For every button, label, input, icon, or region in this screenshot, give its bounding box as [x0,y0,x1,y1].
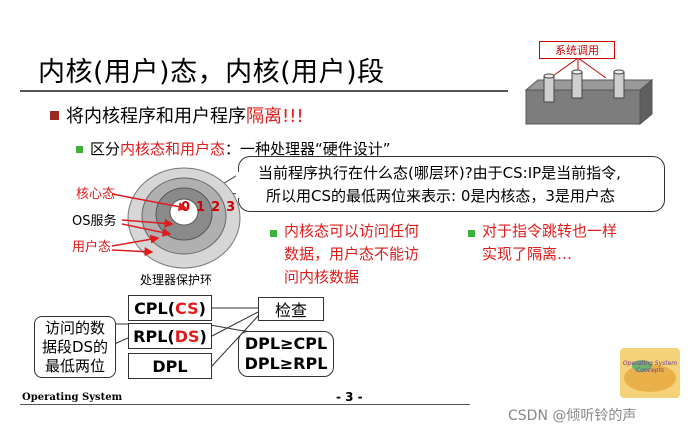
note-jump-line-1: 对于指令跳转也一样 [482,222,618,240]
check-box: 检查 [258,297,324,321]
ring-number-2: 2 [211,200,227,215]
ds-box-line-2: 据段DS的 [41,337,109,356]
ds-box-line-3: 最低两位 [44,356,105,375]
rules-box: DPL≥CPL DPL≥RPL [238,331,334,377]
sub-bullet-emphasis: 内核态和用户态 [120,140,226,158]
callout-line-1: 当前程序执行在什么态(哪层环)?由于CS:IP是当前指令, [258,164,621,182]
page-number: - 3 - [336,390,363,404]
rpl-box: RPL(DS) [128,323,212,349]
rings-caption: 处理器保护环 [140,273,213,287]
note-kernel-line-1: 内核态可以访问任何 [284,222,420,240]
rule-dpl-cpl: DPL≥CPL [244,334,328,353]
bullet-marker [50,111,59,120]
book-logo: Operating System Concepts [620,348,680,398]
note-jump-line-2: 实现了隔离… [482,245,573,263]
ring-number-1: 1 [196,200,212,215]
title-divider [20,90,508,92]
note-marker [270,230,277,237]
ds-low-bits-box: 访问的数 据段DS的 最低两位 [34,316,116,378]
rpl-close: ) [199,326,207,346]
footer-course: Operating System [22,392,123,403]
callout-line-2: 所以用CS的最低两位来表示: 0是内核态，3是用户态 [266,187,615,205]
callout-box [238,156,665,212]
system-call-illustration [524,58,654,126]
privilege-check-connectors [109,307,259,367]
cpl-close: ) [198,298,206,318]
rpl-text: RPL( [133,326,175,346]
book-logo-text: Operating System Concepts [622,360,678,374]
cpl-register: CS [175,298,199,318]
cpl-box: CPL(CS) [128,295,212,321]
note-marker [468,230,475,237]
sub-bullet-suffix: ：一种处理器“硬件设计” [225,140,391,158]
os-service-label: OS服务 [72,214,117,229]
sub-bullet-modes: 区分内核态和用户态：一种处理器“硬件设计” [90,138,391,159]
system-call-label: 系统调用 [539,41,615,59]
note-kernel-line-2: 数据，用户态不能访 [284,245,420,263]
sub-bullet-prefix: 区分 [90,140,121,158]
csdn-watermark: CSDN @倾听铃的声 [508,408,637,424]
dpl-box: DPL [128,353,212,379]
note-kernel-line-3: 问内核数据 [284,268,360,286]
user-mode-label: 用户态 [72,240,112,255]
bullet-isolation: 将内核程序和用户程序隔离!!! [66,102,304,128]
note-kernel-access: 内核态可以访问任何 数据，用户态不能访 问内核数据 [284,220,419,289]
ring-number-3: 3 [226,200,242,215]
ring-arrows [111,193,188,257]
callout-pointer-mask [236,172,242,198]
cpl-text: CPL( [134,298,176,318]
kernel-mode-label: 核心态 [76,187,116,202]
note-jump: 对于指令跳转也一样 实现了隔离… [482,220,617,266]
footer-divider [20,404,470,405]
bullet-isolation-text: 将内核程序和用户程序 [66,106,246,127]
ds-box-line-1: 访问的数 [44,318,105,337]
bullet-isolation-emphasis: 隔离!!! [246,106,304,127]
rpl-register: DS [174,326,200,346]
sub-bullet-marker [76,146,83,153]
rule-dpl-rpl: DPL≥RPL [244,354,328,373]
book-logo-art [624,360,676,392]
slide-title: 内核(用户)态，内核(用户)段 [38,57,385,88]
